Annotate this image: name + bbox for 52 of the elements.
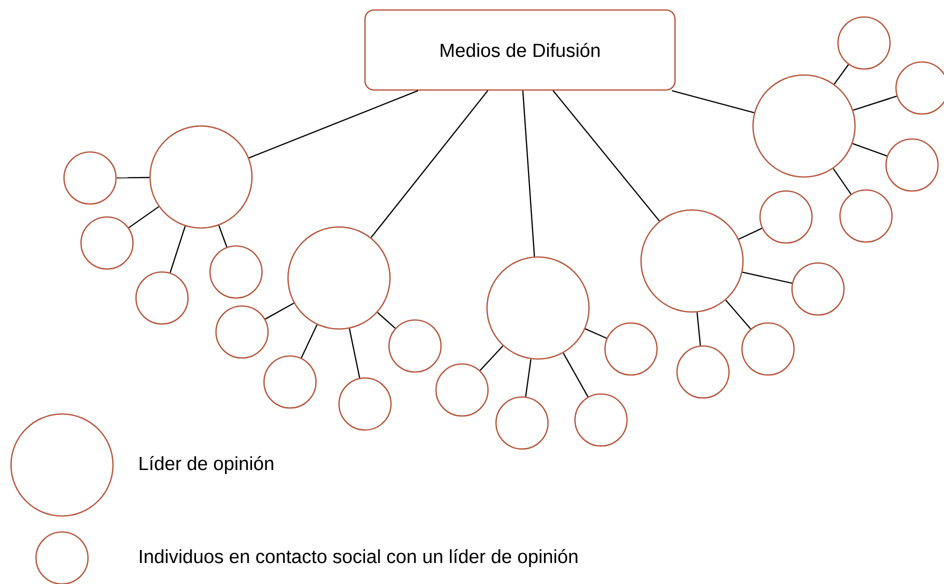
connector-line	[377, 312, 396, 329]
connector-line	[128, 206, 160, 228]
connector-line	[170, 226, 186, 273]
individual-circle	[741, 322, 795, 376]
legend-text: Individuos en contacto social con un líder de opinión	[140, 549, 578, 567]
legend-text: Líder de opinión	[140, 456, 274, 474]
leader-circle	[752, 74, 856, 178]
connector-line	[725, 300, 752, 330]
leader-circle	[149, 125, 253, 229]
individual-circle	[388, 319, 442, 373]
individual-circle	[837, 16, 891, 70]
individual-circle	[135, 271, 189, 325]
individual-circle	[263, 355, 317, 409]
individual-circle	[676, 345, 730, 399]
connector-line	[696, 312, 701, 346]
connector-line	[116, 176, 150, 178]
connector-line	[370, 90, 488, 238]
individual-circle	[791, 262, 845, 316]
individual-circle	[495, 396, 549, 450]
connector-line	[522, 90, 536, 257]
individual-circle	[338, 377, 392, 431]
connector-line	[672, 90, 754, 114]
individual-circle	[435, 363, 489, 417]
individual-circle	[209, 245, 263, 299]
individual-circle	[759, 190, 813, 244]
connector-line	[552, 90, 660, 222]
connector-line	[348, 328, 360, 378]
connector-line	[525, 359, 532, 397]
connector-line	[218, 225, 228, 248]
connector-line	[852, 96, 897, 111]
connector-line	[300, 324, 318, 358]
leader-circle	[287, 226, 391, 330]
connector-line	[265, 302, 294, 320]
individual-circle	[839, 189, 893, 243]
individual-circle	[604, 322, 658, 376]
individual-circle	[80, 216, 134, 270]
individual-circle	[63, 151, 117, 205]
connector-line	[562, 352, 588, 398]
connector-line	[738, 228, 762, 240]
connector-line	[742, 272, 792, 284]
individual-circle	[885, 138, 939, 192]
connector-line	[834, 64, 849, 84]
connector-line	[832, 168, 852, 194]
title-box: Medios de Difusión	[364, 9, 676, 91]
connector-line	[480, 345, 504, 371]
connector-line	[248, 90, 418, 158]
connector-line	[852, 142, 888, 157]
leader-circle	[486, 256, 590, 360]
connector-line	[585, 328, 607, 339]
individual-circle	[215, 305, 269, 359]
leader-circle	[640, 209, 744, 313]
individual-circle	[574, 393, 628, 447]
